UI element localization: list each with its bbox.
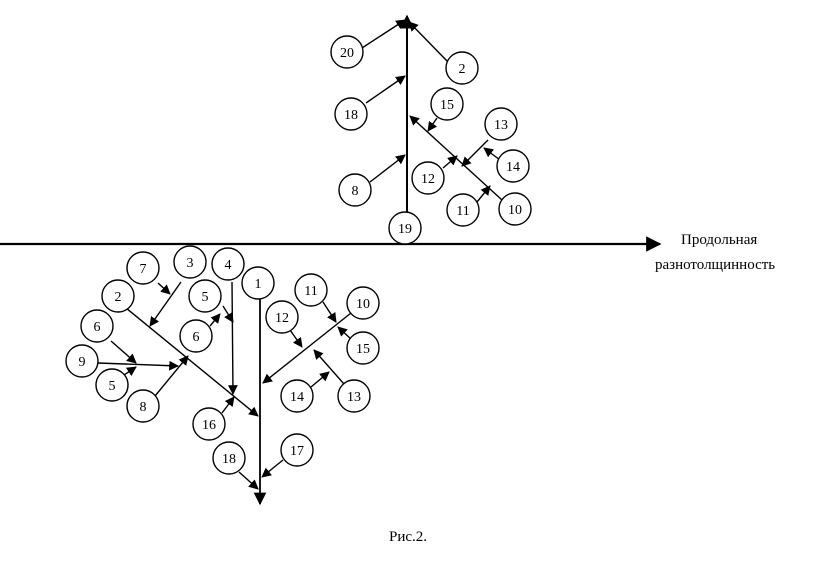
svg-text:10: 10 [356,297,370,312]
node-2-lower: 2 [101,279,135,313]
lower-branch-2 [125,307,259,417]
upper-edge-12 [442,155,458,169]
svg-text:13: 13 [347,390,361,405]
svg-text:3: 3 [187,256,194,271]
node-9: 9 [65,344,99,378]
svg-text:11: 11 [456,204,469,219]
svg-text:12: 12 [275,311,289,326]
svg-text:13: 13 [494,118,508,133]
svg-text:8: 8 [140,400,147,415]
node-17: 17 [280,433,314,467]
lower-edge-5 [222,305,234,323]
node-12-lower: 12 [265,300,299,334]
upper-edge-20 [361,19,406,49]
svg-text:2: 2 [115,290,122,305]
lower-edge-12 [289,329,303,348]
node-8-lower: 8 [126,389,160,423]
upper-edge-15 [427,117,438,132]
node-11: 11 [446,193,480,227]
svg-text:10: 10 [508,203,522,218]
svg-text:6: 6 [193,330,200,345]
svg-text:14: 14 [290,390,304,405]
node-15: 15 [430,87,464,121]
svg-text:8: 8 [352,184,359,199]
node-7: 7 [126,251,160,285]
axis-label-line1: Продольная [681,232,757,248]
upper-edge-18 [365,75,406,104]
node-13-lower: 13 [337,379,371,413]
lower-edge-6b [110,340,137,364]
lower-edge-6a [209,313,221,327]
svg-text:18: 18 [222,452,236,467]
svg-text:7: 7 [140,262,147,277]
lower-edge-8 [154,355,189,397]
node-10-lower: 10 [346,286,380,320]
lower-edge-14 [310,371,330,388]
lower-edge-17 [261,459,284,478]
upper-edge-13 [461,139,489,167]
node-14-lower: 14 [280,379,314,413]
lower-edge-9 [97,360,179,371]
svg-text:19: 19 [398,222,412,237]
upper-edge-14 [483,147,501,161]
node-6-right: 6 [179,319,213,353]
node-14: 14 [496,149,530,183]
node-18-lower: 18 [212,441,246,475]
lower-edge-3 [149,281,182,327]
svg-text:15: 15 [356,342,370,357]
svg-text:20: 20 [340,46,354,61]
lower-edge-16 [221,396,235,414]
node-2: 2 [445,51,479,85]
node-20: 20 [330,35,364,69]
svg-text:2: 2 [459,62,466,77]
svg-text:12: 12 [421,172,435,187]
upper-edge-11 [476,185,491,203]
node-1: 1 [241,266,275,300]
svg-text:9: 9 [79,355,86,370]
node-15-lower: 15 [346,331,380,365]
upper-tree: 20 2 18 15 13 12 14 8 11 10 19 [330,14,532,245]
lower-edge-4 [228,281,238,395]
svg-text:5: 5 [202,290,209,305]
node-5-lower: 5 [95,368,129,402]
lower-edge-15 [337,326,353,341]
upper-edge-8 [369,154,406,183]
svg-text:4: 4 [225,258,232,273]
svg-text:11: 11 [304,284,317,299]
svg-text:17: 17 [290,444,304,459]
node-3: 3 [173,245,207,279]
node-13: 13 [484,107,518,141]
node-12: 12 [411,161,445,195]
node-5-upper: 5 [188,279,222,313]
lower-branch-10 [262,312,352,384]
svg-text:6: 6 [94,320,101,335]
node-4: 4 [211,247,245,281]
lower-edge-7 [157,282,171,295]
node-6-left: 6 [80,309,114,343]
figure-caption: Рис.2. [389,529,427,545]
svg-text:15: 15 [440,98,454,113]
svg-text:18: 18 [344,108,358,123]
upper-edge-2 [408,21,449,63]
svg-text:5: 5 [109,379,116,394]
node-18: 18 [334,97,368,131]
lower-edge-11 [322,301,337,323]
node-11-lower: 11 [294,273,328,307]
node-19: 19 [388,211,422,245]
axis-label-line2: разнотолщинность [655,257,775,273]
svg-text:14: 14 [506,160,520,175]
svg-text:16: 16 [202,418,216,433]
node-16: 16 [192,407,226,441]
lower-edge-18 [238,471,259,490]
svg-text:1: 1 [255,277,262,292]
node-8: 8 [338,173,372,207]
lower-edge-13 [313,349,345,385]
lower-tree: 7 3 4 1 2 5 6 6 9 5 8 16 18 11 10 12 15 … [65,245,380,506]
node-10: 10 [498,192,532,226]
